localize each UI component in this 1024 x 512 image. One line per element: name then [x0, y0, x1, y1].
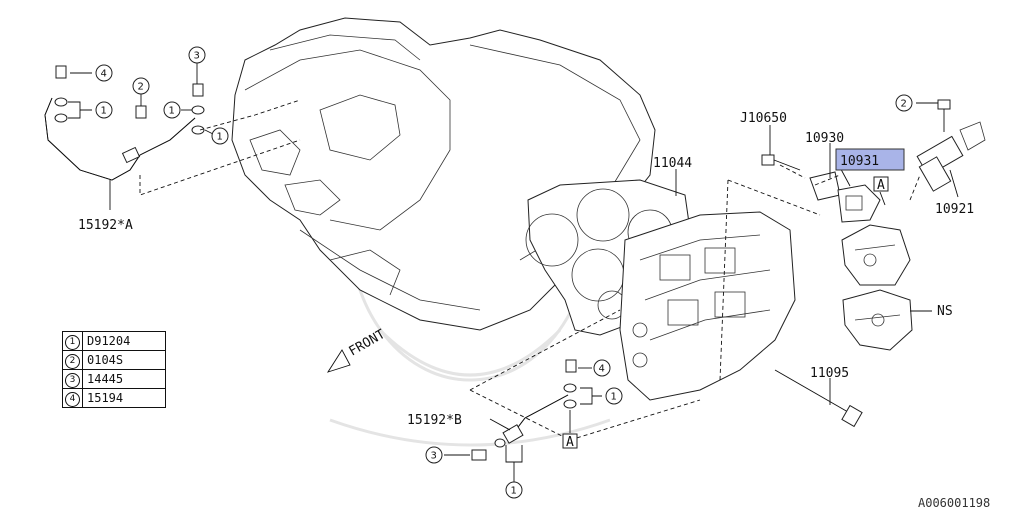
- assembly-lines: [139, 99, 921, 441]
- legend-key-cell: 2: [62, 350, 83, 370]
- legend-key-cell: 4: [62, 388, 83, 408]
- label-11044[interactable]: 11044: [653, 156, 692, 171]
- label-j10650[interactable]: J10650: [740, 111, 787, 126]
- bolt-2-right: [937, 99, 951, 132]
- document-id: A006001198: [918, 496, 991, 510]
- legend-key: 1: [65, 334, 80, 350]
- svg-text:3: 3: [431, 451, 437, 462]
- legend-key-cell: 1: [62, 331, 83, 351]
- legend-key: 2: [65, 353, 80, 369]
- legend-part-number: 0104S: [82, 350, 166, 370]
- svg-text:1: 1: [169, 106, 175, 117]
- bolt-j10650: [761, 154, 801, 171]
- label-10921[interactable]: 10921: [935, 202, 974, 217]
- svg-text:1: 1: [217, 132, 223, 143]
- bolt-11095: [774, 369, 863, 428]
- front-label: FRONT: [347, 327, 389, 360]
- oil-control-valve-10921: [916, 121, 986, 192]
- label-11095[interactable]: 11095: [810, 366, 849, 381]
- svg-text:2: 2: [901, 99, 907, 110]
- legend-key-cell: 3: [62, 369, 83, 389]
- legend-key: 4: [65, 391, 80, 407]
- ref-circles: 4 1 2 3 1 1 2 4 1 3 1: [95, 46, 913, 499]
- front-arrow: FRONT: [326, 327, 389, 373]
- legend-part-number: 14445: [82, 369, 166, 389]
- label-15192b[interactable]: 15192*B: [407, 413, 462, 428]
- svg-text:1: 1: [101, 106, 107, 117]
- svg-text:A: A: [566, 435, 574, 450]
- legend-part-number: D91204: [82, 331, 166, 351]
- svg-text:1: 1: [611, 392, 617, 403]
- legend-part-number: 15194: [82, 388, 166, 408]
- label-ns[interactable]: NS: [937, 304, 953, 319]
- svg-text:4: 4: [599, 364, 605, 375]
- svg-text:A: A: [877, 178, 885, 193]
- marker-a-upper: A: [873, 176, 889, 193]
- oil-pipe-15192a: [44, 65, 205, 181]
- legend-key: 3: [65, 372, 80, 388]
- svg-text:1: 1: [511, 486, 517, 497]
- label-10931[interactable]: 10931: [840, 154, 879, 169]
- cylinder-head: [619, 211, 796, 401]
- svg-text:2: 2: [138, 82, 144, 93]
- marker-a-lower: A: [562, 433, 578, 450]
- label-15192a[interactable]: 15192*A: [78, 218, 133, 233]
- part-10931-highlight: [835, 148, 905, 171]
- svg-text:3: 3: [194, 51, 200, 62]
- oil-pipe-15192b: [471, 359, 577, 461]
- camshaft-caps-ns: [841, 224, 913, 351]
- bracket-10930: [809, 171, 881, 223]
- label-10930[interactable]: 10930: [805, 131, 844, 146]
- svg-text:4: 4: [101, 69, 107, 80]
